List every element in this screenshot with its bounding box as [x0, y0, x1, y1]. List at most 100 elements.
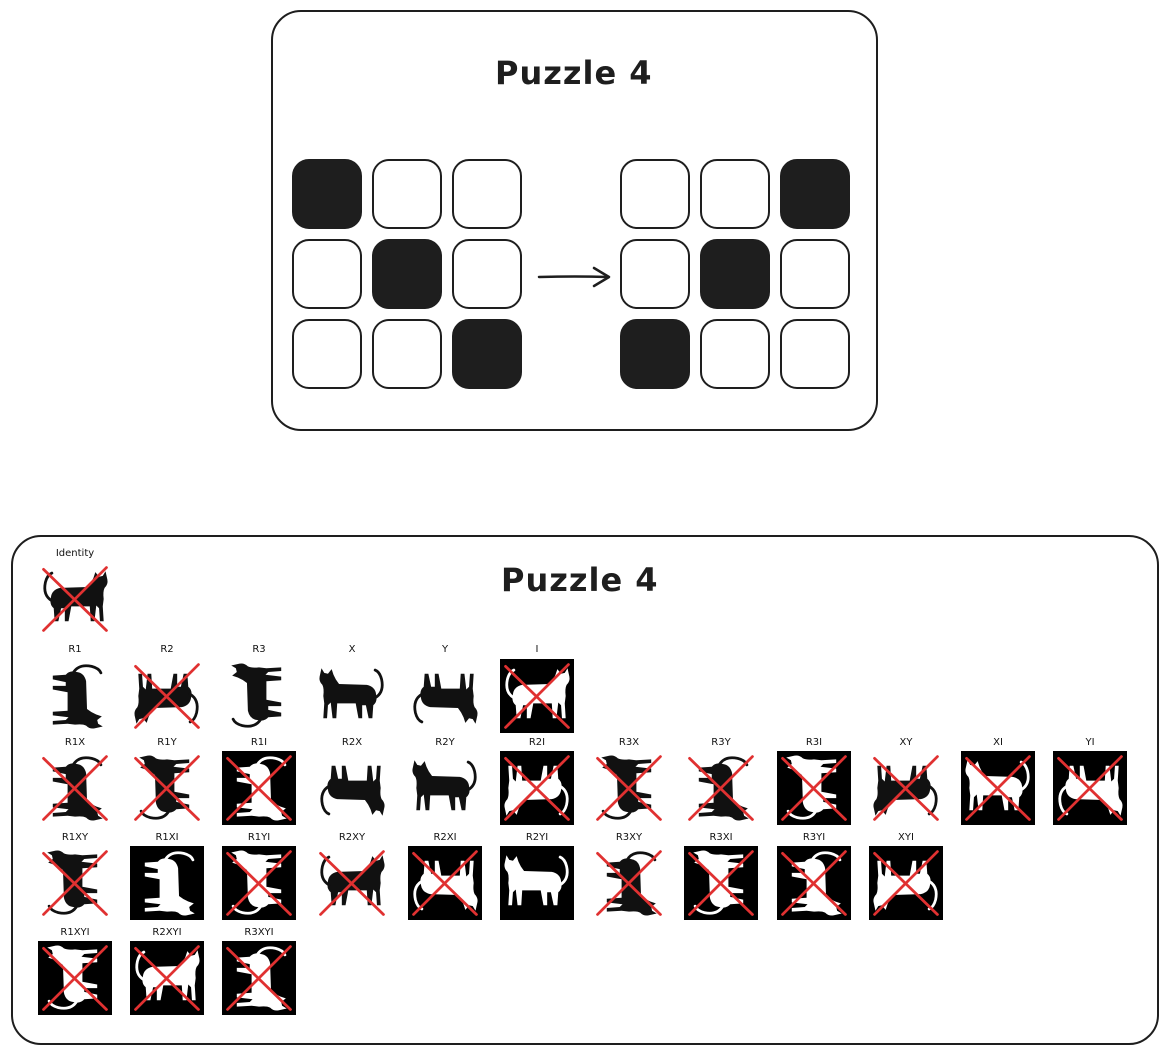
output-cell-r1c1 — [620, 159, 690, 229]
cat-silhouette-icon — [42, 566, 108, 632]
cat-thumbnail — [130, 941, 204, 1015]
red-cross-icon — [42, 945, 108, 1011]
red-cross-icon — [319, 850, 385, 916]
red-cross-icon — [226, 850, 292, 916]
cat-tail — [320, 784, 331, 816]
cat-body — [47, 850, 98, 908]
cat-thumbnail — [869, 846, 943, 920]
cat-thumbnail — [408, 659, 482, 733]
input-cell-r2c3 — [452, 239, 522, 309]
cat-thumbnail — [684, 751, 758, 825]
cat-thumbnail — [315, 659, 389, 733]
transformation-label: Y — [441, 644, 449, 655]
cat-tail — [717, 756, 749, 767]
transformation-label: R1Y — [157, 737, 177, 748]
cat-tail — [139, 809, 171, 820]
cat-thumbnail — [222, 659, 296, 733]
transformation-label: R3YI — [802, 832, 826, 843]
transformation-label: R2XYI — [152, 927, 182, 938]
red-cross-icon — [688, 755, 754, 821]
transformation-label: R1 — [68, 644, 82, 655]
cat-body — [47, 945, 98, 1003]
output-cell-r2c2 — [700, 239, 770, 309]
transformation-label: R2 — [160, 644, 174, 655]
cat-thumbnail — [222, 751, 296, 825]
cat-silhouette-icon — [869, 846, 943, 920]
red-cross-icon — [42, 566, 108, 632]
cat-silhouette-icon — [134, 755, 200, 821]
cat-tail — [927, 784, 938, 816]
cat-silhouette-icon — [319, 850, 385, 916]
cat-tail — [625, 851, 657, 862]
red-cross-icon — [965, 755, 1031, 821]
transformation-label: R3XY — [615, 832, 643, 843]
cat-tail — [558, 855, 569, 887]
cat-body — [231, 663, 282, 721]
red-cross-icon — [596, 850, 662, 916]
red-cross-icon — [781, 850, 847, 916]
transformation-label: R2YI — [525, 832, 549, 843]
cat-thumbnail — [592, 751, 666, 825]
cat-tail — [71, 756, 103, 767]
red-cross-icon — [1057, 755, 1123, 821]
cat-tail — [188, 692, 199, 724]
cat-thumbnail — [1053, 751, 1127, 825]
cat-thumbnail — [38, 941, 112, 1015]
cat-body — [144, 858, 195, 916]
cat-thumbnail — [777, 751, 851, 825]
output-cell-r1c2 — [700, 159, 770, 229]
red-cross-icon — [688, 850, 754, 916]
transformations-title: Puzzle 4 — [501, 561, 659, 599]
transformation-label: R1XI — [155, 832, 179, 843]
input-cell-r3c2 — [372, 319, 442, 389]
cat-thumbnail — [684, 846, 758, 920]
output-cell-r2c3 — [780, 239, 850, 309]
cat-thumbnail — [408, 846, 482, 920]
transformation-label: R2Y — [435, 737, 455, 748]
transformation-label: R1XY — [61, 832, 89, 843]
red-cross-icon — [134, 945, 200, 1011]
cat-tail — [601, 809, 633, 820]
cat-silhouette-icon — [500, 659, 574, 733]
cat-body — [420, 860, 478, 911]
transformation-label: R3XI — [709, 832, 733, 843]
red-cross-icon — [596, 755, 662, 821]
transformation-label: XYI — [898, 832, 914, 843]
cat-body — [231, 850, 282, 908]
transformation-label: R3Y — [711, 737, 731, 748]
cat-silhouette-icon — [961, 751, 1035, 825]
red-cross-icon — [134, 755, 200, 821]
transformation-label: R1I — [250, 737, 268, 748]
cat-silhouette-icon — [596, 850, 662, 916]
cat-silhouette-icon — [1053, 751, 1127, 825]
cat-thumbnail — [315, 751, 389, 825]
cat-body — [327, 765, 385, 816]
transformation-label: R2XI — [433, 832, 457, 843]
cat-body — [52, 671, 103, 729]
cat-silhouette-icon — [134, 663, 200, 729]
cat-tail — [413, 692, 424, 724]
red-cross-icon — [873, 850, 939, 916]
transformation-label: R1XYI — [60, 927, 90, 938]
output-cell-r3c1 — [620, 319, 690, 389]
cat-thumbnail — [222, 846, 296, 920]
transformation-label: R2X — [341, 737, 363, 748]
cat-thumbnail — [869, 751, 943, 825]
transformation-label: R2I — [528, 737, 546, 748]
transformation-label: R1X — [64, 737, 86, 748]
red-cross-icon — [504, 755, 570, 821]
input-cell-r3c1 — [292, 319, 362, 389]
cat-silhouette-icon — [684, 846, 758, 920]
cat-silhouette-icon — [231, 663, 282, 728]
transformation-label: R1YI — [247, 832, 271, 843]
cat-tail — [163, 851, 195, 862]
transformation-label: X — [348, 644, 356, 655]
cat-thumbnail — [777, 846, 851, 920]
transformation-label: R2XY — [338, 832, 366, 843]
input-cell-r2c2 — [372, 239, 442, 309]
cat-tail — [373, 668, 384, 700]
transformation-label: XI — [993, 737, 1003, 748]
cat-silhouette-icon — [500, 751, 574, 825]
cat-silhouette-icon — [408, 846, 482, 920]
cat-thumbnail — [592, 846, 666, 920]
